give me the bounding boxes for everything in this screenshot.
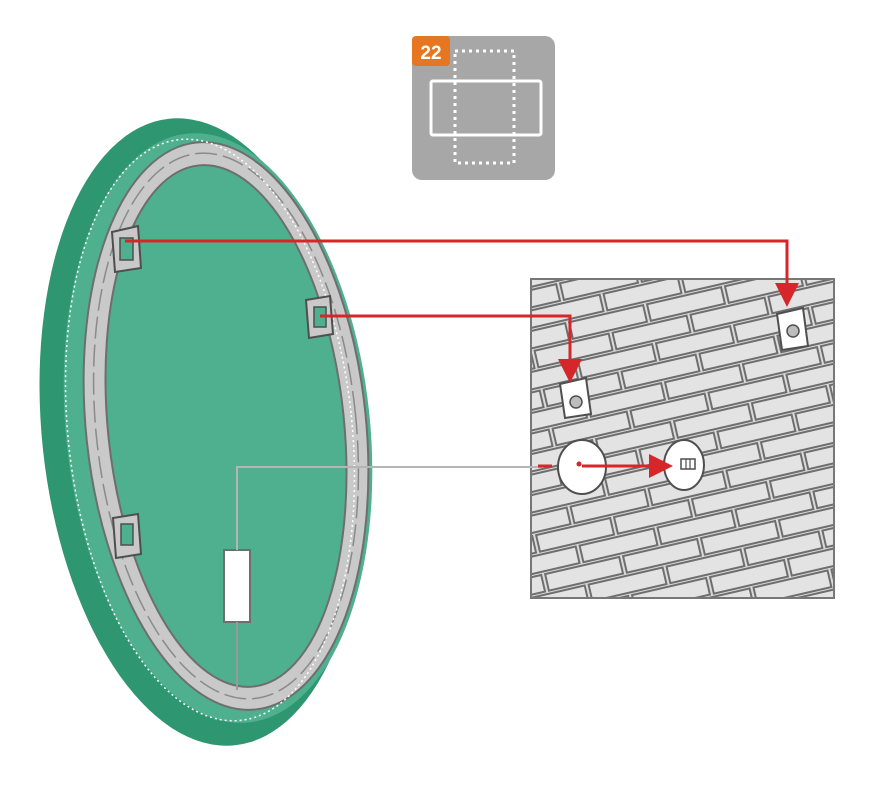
wall-panel — [530, 278, 835, 599]
wall-bracket-icon — [558, 376, 593, 420]
arrow-top-hook-to-bracket — [125, 239, 799, 307]
mirror-led-strip — [64, 138, 356, 722]
mirror-back-panel — [104, 164, 348, 688]
connector-lines — [125, 239, 799, 550]
mirror-hook-icon — [110, 224, 143, 274]
mirror-frame-inner-line — [92, 152, 360, 700]
step-badge: 22 — [412, 36, 555, 180]
wall-socket-icon — [663, 439, 705, 491]
mirror-back — [39, 118, 373, 746]
mirror-hook-icon — [111, 512, 143, 560]
mirror-hook-icon — [304, 294, 335, 340]
step-badge-panel — [412, 36, 555, 180]
wall-panel-border — [530, 278, 835, 599]
orientation-landscape-portrait-icon — [429, 49, 543, 165]
power-driver-box-icon — [223, 549, 251, 623]
step-number: 22 — [420, 43, 441, 64]
wall-bracket-icon — [775, 306, 810, 352]
arrow-side-hook-to-bracket — [320, 314, 582, 383]
cable-guide-line — [236, 466, 542, 550]
step-number-box — [412, 36, 450, 66]
